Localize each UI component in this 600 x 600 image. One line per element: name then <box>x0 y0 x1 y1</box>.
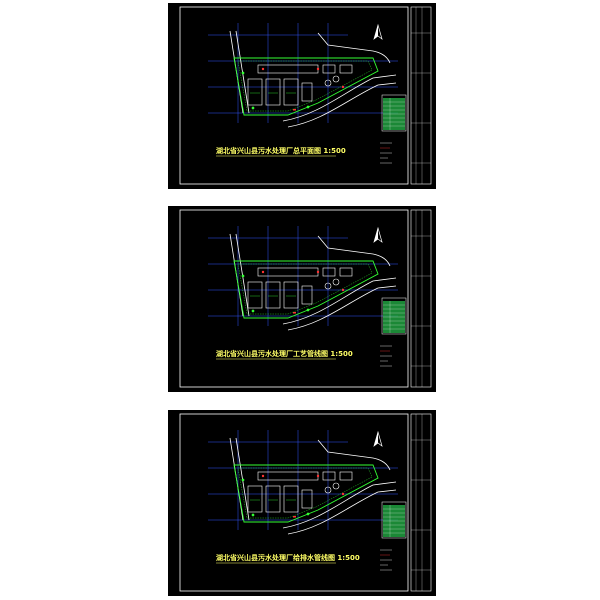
title-block <box>410 6 432 185</box>
landscape-marks <box>241 274 310 313</box>
site-boundary <box>233 260 379 319</box>
drawing-title: 湖北省兴山县污水处理厂工艺管线图 1:500 <box>216 349 353 358</box>
legend-table <box>381 297 407 335</box>
title-block <box>410 209 432 388</box>
legend-table <box>381 94 407 132</box>
site-boundary <box>233 464 379 523</box>
drawing-title: 湖北省兴山县污水处理厂总平面图 1:500 <box>216 146 346 155</box>
pipe-marks <box>261 67 345 111</box>
drawing-title: 湖北省兴山县污水处理厂给排水管线图 1:500 <box>216 553 360 562</box>
inner-frame <box>179 413 409 592</box>
process-buildings <box>247 267 353 309</box>
process-buildings <box>247 471 353 513</box>
drawing-sheet-3: 湖北省兴山县污水处理厂给排水管线图 1:500 <box>167 409 437 597</box>
north-arrow-icon <box>373 226 383 243</box>
north-arrow-icon <box>373 430 383 447</box>
pipe-marks <box>261 474 345 518</box>
drawing-sheet-1: 湖北省兴山县污水处理厂总平面图 1:500 <box>167 2 437 190</box>
inner-frame <box>179 6 409 185</box>
site-boundary <box>233 57 379 116</box>
drawing-sheet-2: 湖北省兴山县污水处理厂工艺管线图 1:500 <box>167 205 437 393</box>
symbol-legend <box>380 549 392 571</box>
title-block <box>410 413 432 592</box>
landscape-marks <box>241 478 310 517</box>
symbol-legend <box>380 142 392 164</box>
inner-frame <box>179 209 409 388</box>
legend-table <box>381 501 407 539</box>
symbol-legend <box>380 345 392 367</box>
pipe-marks <box>261 270 345 314</box>
north-arrow-icon <box>373 23 383 40</box>
landscape-marks <box>241 71 310 110</box>
